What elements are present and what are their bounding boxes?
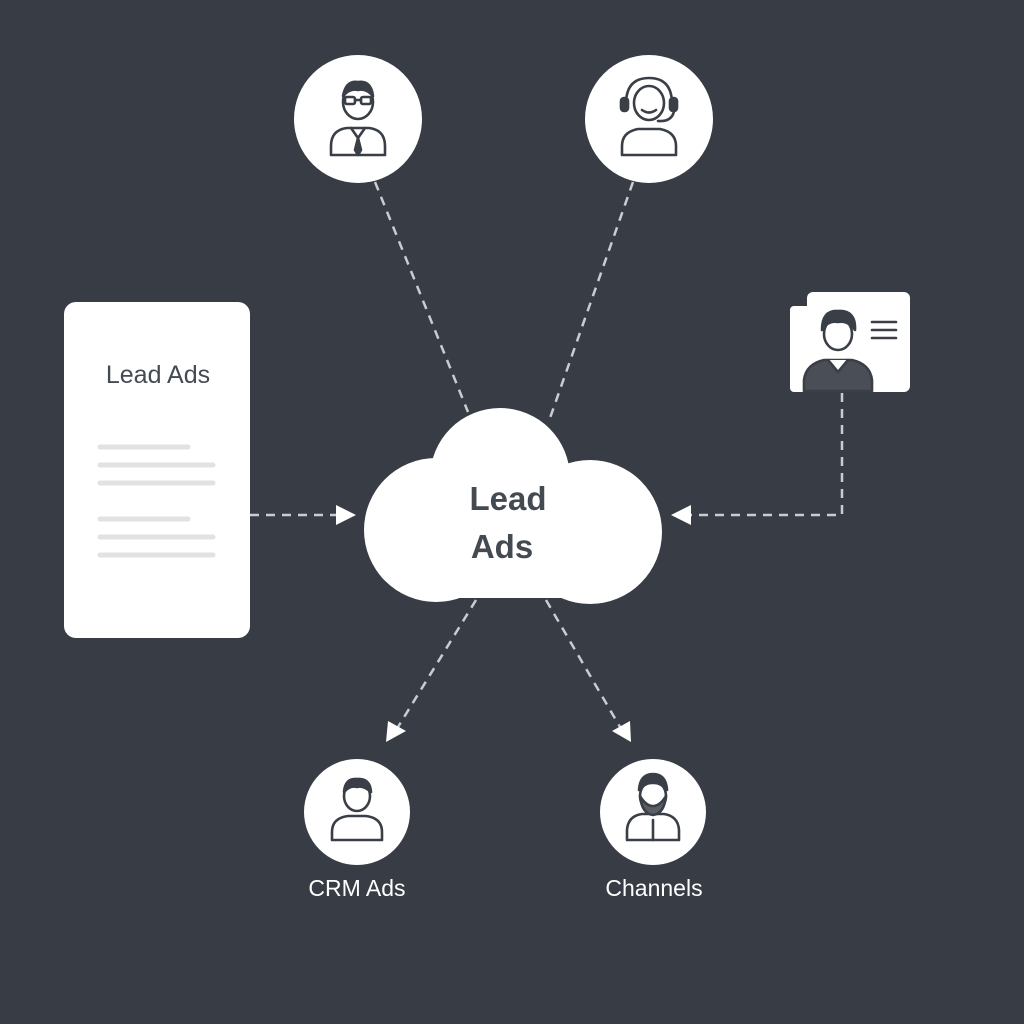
- connector-top-left: [373, 181, 470, 413]
- connectors: [250, 181, 844, 728]
- cloud-label-line2: Ads: [471, 528, 533, 565]
- node-bottom-right: [600, 759, 706, 865]
- arrowhead-down-left-icon: [386, 721, 406, 742]
- connector-bottom-left: [396, 599, 478, 728]
- person-icon: [330, 777, 384, 842]
- arrowhead-down-right-icon: [612, 721, 631, 742]
- bottom-left-label: CRM Ads: [308, 875, 405, 901]
- node-top-left: [294, 55, 422, 183]
- source-card-title: Lead Ads: [106, 361, 210, 389]
- source-card-background: [64, 302, 250, 638]
- node-top-right: [585, 55, 713, 183]
- bearded-person-icon: [625, 772, 681, 842]
- bottom-right-label: Channels: [605, 875, 702, 901]
- arrow-heads: [336, 505, 691, 742]
- support-agent-headset-icon: [619, 76, 679, 157]
- source-card-text-lines: [97, 444, 216, 558]
- lead-ads-cloud: Lead Ads: [364, 408, 662, 604]
- source-card: Lead Ads: [64, 302, 250, 638]
- profile-card-icon: [802, 309, 898, 393]
- arrowhead-right-icon: [336, 505, 356, 525]
- profile-card: [790, 292, 910, 393]
- arrowhead-left-icon: [671, 505, 691, 525]
- node-bottom-left: [304, 759, 410, 865]
- connector-bottom-right: [544, 599, 622, 728]
- cloud-label-line1: Lead: [469, 480, 546, 517]
- connector-profile-card: [690, 393, 844, 517]
- connector-top-right: [548, 181, 635, 419]
- businessman-glasses-icon: [329, 80, 387, 157]
